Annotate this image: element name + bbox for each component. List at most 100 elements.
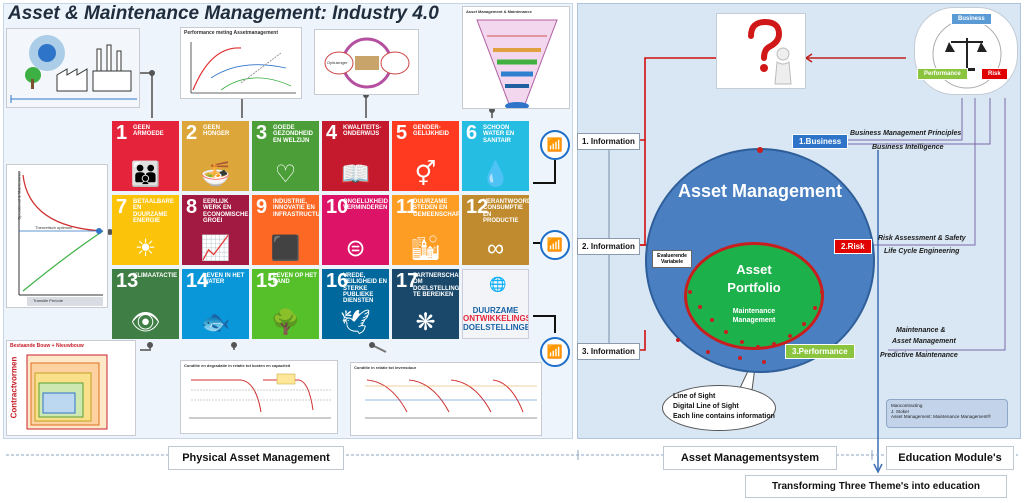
sdg-tile: 13Klimaatactie👁 <box>112 269 179 339</box>
connector-line <box>138 72 153 118</box>
performance-curves <box>190 42 296 94</box>
cycle-label: Optiusinger <box>327 60 348 65</box>
asset-managementsystem-label: Asset Managementsystem <box>663 446 837 470</box>
sdg-tile: 4Kwaliteits-onderwijs📖 <box>322 121 389 191</box>
sdg-tile: 3 Goede gezondheid en welzijn ♡ <box>252 121 319 191</box>
sdg-number: 4 <box>326 122 338 144</box>
sdg-label: Geen honger <box>203 125 230 138</box>
contract-title: Bestaande Bouw + Nieuwbouw <box>10 343 84 349</box>
asset-funnel <box>476 19 558 108</box>
balance-diagram: Business Performance Risk <box>914 7 1018 95</box>
tradeoff-thumbnail: Theoretisch optimum Transitie Periode Op… <box>6 164 108 308</box>
risk-theme-2: Life Cycle Engineering <box>884 248 960 255</box>
sdg-tile: 12Verantwoorde consumptie en productie∞ <box>462 195 529 265</box>
transforming-themes-label: Transforming Three Theme's into educatio… <box>745 475 1007 498</box>
sdg-tile: 1Geen armoede👪 <box>112 121 179 191</box>
business-theme-2: Business Intelligence <box>872 144 944 151</box>
degradation-curves-a <box>189 373 331 419</box>
asset-levels-thumbnail: Asset Management & Maintenance <box>462 6 570 109</box>
question-mark-icon <box>748 18 792 85</box>
tradeoff-period-label: Transitie Periode <box>33 298 64 303</box>
equal-icon: ⊜ <box>345 235 366 262</box>
sdg-number: 5 <box>396 122 408 144</box>
note-line-3: Asset Management: Maintenance Management… <box>891 414 991 420</box>
tree-icon: 🌳 <box>270 309 301 336</box>
sdg-tile: 8Eerlijk werk en economische groei📈 <box>182 195 249 265</box>
sdg-tile: 17Partnerschap om doelstellingen te bere… <box>392 269 459 339</box>
evaluating-variable-label: Evaluerende Variabele <box>652 250 692 268</box>
chart-a-title: Conditie en degradatie in relatie tot ko… <box>184 363 291 368</box>
question-figure <box>716 13 806 89</box>
sdg-label: Eerlijk werk en economische groei <box>203 199 249 224</box>
water-drop-icon: 💧 <box>480 161 511 188</box>
sdg-label: Geen armoede <box>133 125 164 138</box>
business-theme-1: Business Management Principles <box>850 130 962 137</box>
performance-thumbnail-title: Performance meting Assetmanagement <box>184 30 279 36</box>
cycle-diagram <box>324 37 410 89</box>
sdg-tile: 11Duurzame steden en gemeenschappen🏙 <box>392 195 459 265</box>
city-icon: 🏙 <box>410 235 441 262</box>
line-of-sight-text: Line of Sight Digital Line of Sight Each… <box>673 392 775 422</box>
sdg-label: Partnerschap om doelstellingen te bereik… <box>413 273 459 298</box>
performance-thumbnail: Performance meting Assetmanagement <box>180 27 302 99</box>
evaluating-line-2: Variabele <box>661 259 683 265</box>
tradeoff-axis-label: Operational & Maintenance <box>16 171 22 220</box>
sdg-tile: 6Schoon water en sanitair💧 <box>462 121 529 191</box>
information-box-2: 2. Information <box>577 238 640 255</box>
sdg-tile: 5Gender-gelijkheid⚥ <box>392 121 459 191</box>
information-box-1: 1. Information <box>577 133 640 150</box>
sdg-number: 2 <box>186 122 198 144</box>
heartbeat-icon: ♡ <box>274 161 297 188</box>
maintenance-management-label: Maintenance Management <box>684 307 824 325</box>
sdg-number: 14 <box>186 270 209 292</box>
sdg-number: 1 <box>116 122 128 144</box>
degradation-curves-b <box>365 379 537 419</box>
sdg-label: Leven in het water <box>203 273 245 286</box>
sdg-number: 10 <box>326 196 349 218</box>
line-of-sight-callout <box>662 385 776 431</box>
callout-line-1: Line of Sight <box>673 393 716 400</box>
risk-theme-1: Risk Assessment & Safety <box>878 235 966 242</box>
cycle-thumbnail: Optiusinger <box>314 29 419 95</box>
sdg-tile: 2 Geen honger 🍜 <box>182 121 249 191</box>
callout-line-2: Digital Line of Sight <box>673 403 739 411</box>
sdg-logo-line-1: DUURZAME <box>472 305 519 315</box>
cubes-icon: ⬛ <box>270 235 301 262</box>
wifi-icon: 📶 <box>540 130 570 160</box>
contract-thumbnail: Bestaande Bouw + Nieuwbouw Contractvorme… <box>6 340 136 436</box>
sdg-number: 17 <box>396 270 419 292</box>
sdg-number: 8 <box>186 196 198 218</box>
fish-icon: 🐟 <box>200 309 231 336</box>
information-box-3: 3. Information <box>577 343 640 360</box>
sdg-label: Betaalbare en duurzame energie <box>133 199 174 224</box>
asset-management-title: Asset Management <box>677 181 843 201</box>
education-modules-label: Education Module's <box>886 446 1014 470</box>
tradeoff-optimum-label: Theoretisch optimum <box>35 225 73 230</box>
sdg-label: Schoon water en sanitair <box>483 125 515 144</box>
sdg-logo-line-3: DOELSTELLINGEN <box>463 322 529 332</box>
chart-b-title: Conditie in relatie tot levensduur <box>354 365 417 370</box>
sdg-label: Goede gezondheid en welzijn <box>273 125 314 144</box>
sdg-label: Industrie, innovatie en infrastructuur <box>273 199 319 218</box>
scale-risk-label: Risk <box>981 68 1008 80</box>
sdg-number: 3 <box>256 122 268 144</box>
note-line-1: Mancontracting <box>891 403 923 408</box>
portfolio-line-2: Portfolio <box>727 279 781 295</box>
dove-icon: 🕊 <box>340 309 371 336</box>
eye-globe-icon: 👁 <box>130 309 161 336</box>
scale-performance-label: Performance <box>917 68 968 80</box>
sdg-label: Leven op het land <box>273 273 317 286</box>
portfolio-sub-2: Management <box>732 317 776 325</box>
tradeoff-chart <box>18 171 104 306</box>
degradation-chart-b-thumbnail: Conditie in relatie tot levensduur <box>350 362 542 436</box>
note-line-2: J. Stoker <box>891 408 910 414</box>
evaluating-line-1: Evaluerende <box>657 253 687 259</box>
rings-icon: ❋ <box>415 309 436 336</box>
degradation-chart-a-thumbnail: Conditie en degradatie in relatie tot ko… <box>180 360 338 434</box>
contract-nested-boxes <box>26 354 108 430</box>
bowl-icon: 🍜 <box>200 161 231 188</box>
sdg-label: Duurzame steden en gemeenschappen <box>413 199 459 218</box>
sdg-label: Verantwoorde consumptie en productie <box>483 199 529 224</box>
